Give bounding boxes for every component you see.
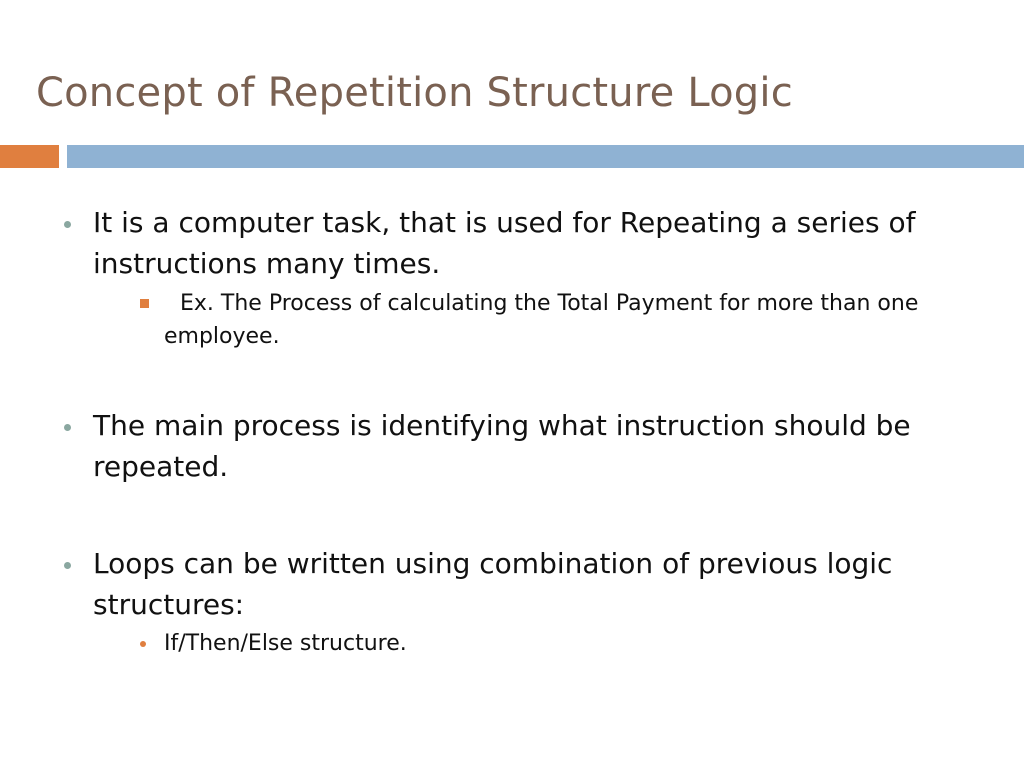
bullet-marker-icon — [64, 221, 71, 228]
title-accent-bar-blue — [67, 145, 1024, 168]
title-accent-bar-orange — [0, 145, 59, 168]
sub-bullet-dot-icon — [140, 641, 146, 647]
bullet-text: The main process is identifying what ins… — [93, 409, 911, 483]
sub-bullet-text: If/Then/Else structure. — [164, 631, 407, 656]
slide-title: Concept of Repetition Structure Logic — [36, 70, 793, 116]
bullet-text: It is a computer task, that is used for … — [93, 206, 916, 280]
sub-bullet-square-icon — [140, 299, 149, 308]
sub-bullet-text: Ex. The Process of calculating the Total… — [164, 291, 919, 349]
bullet-marker-icon — [64, 562, 71, 569]
bullet-marker-icon — [64, 424, 71, 431]
bullet-text: Loops can be written using combination o… — [93, 547, 893, 621]
